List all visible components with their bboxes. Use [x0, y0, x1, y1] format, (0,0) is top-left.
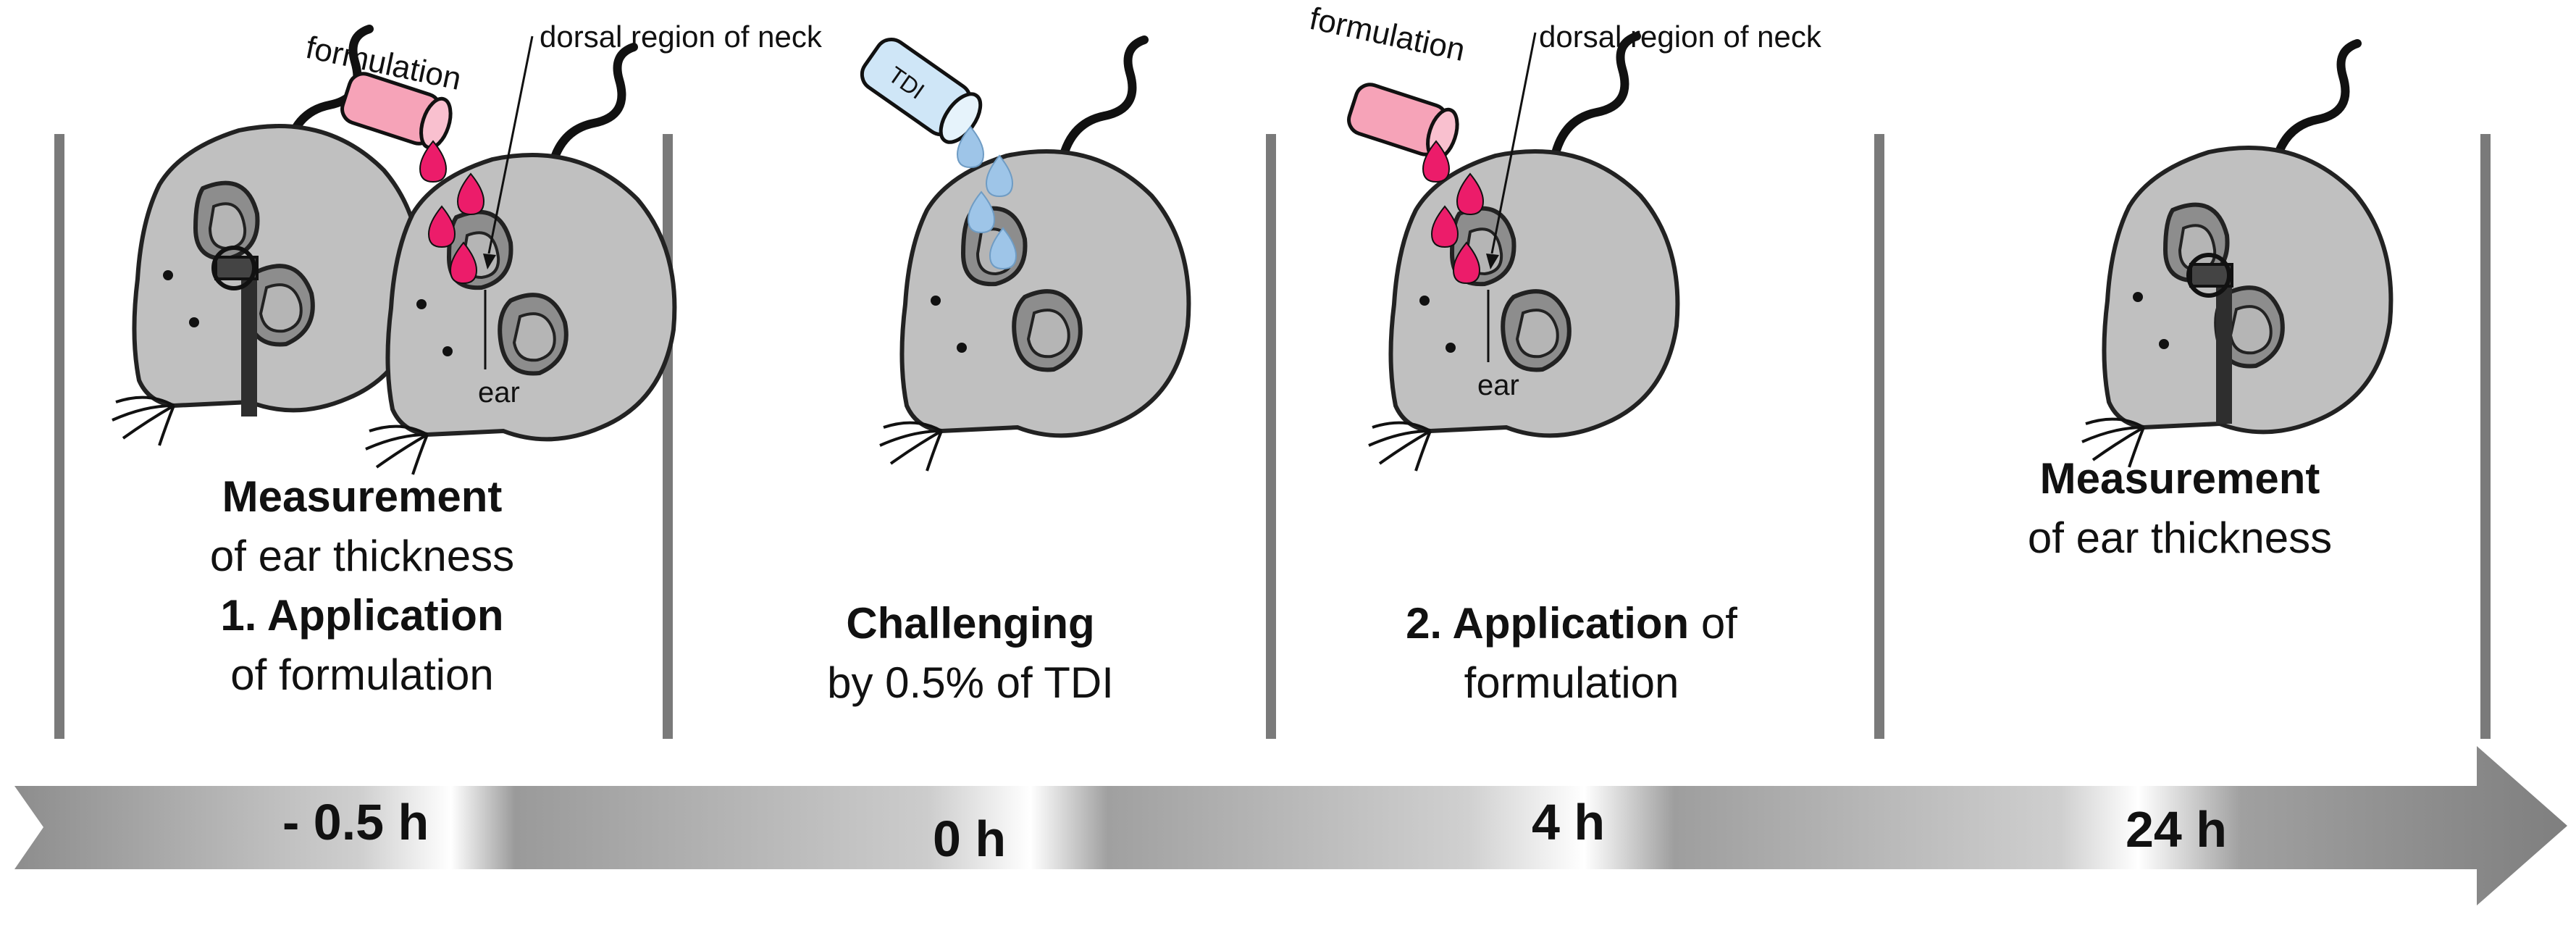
timeline-arrow [14, 746, 2567, 905]
panel-2-caption: Challenging by 0.5% of TDI [827, 599, 1114, 707]
divider [2480, 134, 2491, 739]
panel-4-caption: Measurement of ear thickness [2027, 454, 2333, 562]
timepoint-label: 0 h [933, 811, 1007, 867]
ear-label: ear [478, 377, 520, 409]
dorsal-region-label: dorsal region of neck [1539, 20, 1822, 54]
formulation-can-icon [1347, 83, 1459, 161]
panel-2-illustration: TDI [860, 33, 1189, 471]
panel-4-illustration [2082, 43, 2391, 467]
panel-1-illustration: formulation dorsal region of neck ear [112, 20, 823, 474]
timepoint-label: 24 h [2126, 801, 2228, 858]
divider [663, 134, 673, 739]
panel-3-caption: 2. Application of formulation [1406, 599, 1737, 707]
panel-3-illustration: formulation dorsal region of neck ear [1306, 1, 1822, 471]
timepoint-label: 4 h [1532, 794, 1606, 850]
ear-label: ear [1477, 369, 1519, 401]
formulation-can-icon [340, 72, 453, 150]
tdi-can-icon: TDI [860, 37, 983, 144]
formulation-label: formulation [1306, 1, 1468, 68]
dorsal-region-label: dorsal region of neck [540, 20, 823, 54]
panel-1-caption: Measurement of ear thickness 1. Applicat… [209, 472, 515, 699]
divider [1874, 134, 1884, 739]
divider [1266, 134, 1276, 739]
divider [54, 134, 64, 739]
timepoint-label: - 0.5 h [282, 794, 429, 850]
